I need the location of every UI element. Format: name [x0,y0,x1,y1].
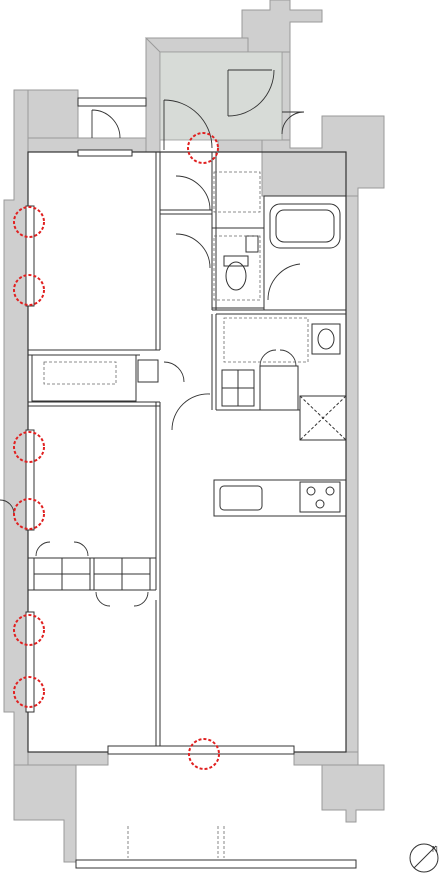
closet-bedroom1 [31,354,137,402]
window-top-2 [77,149,133,157]
window-top-1 [77,97,147,107]
inspection-marker [13,498,45,530]
inspection-marker [187,132,219,164]
closet-door-b2 [133,591,149,607]
inspection-marker [13,614,45,646]
window-left-2 [25,429,35,531]
balcony-railing [75,859,357,869]
north-arrow-letter: N [432,845,438,854]
bedroom1-door [163,361,185,383]
washbasin-bowl [317,328,335,350]
window-left-1 [25,205,35,307]
window-left-3 [25,611,35,713]
burner-3 [315,499,325,509]
bath-door [267,263,301,301]
doors [0,69,305,607]
top-left-wall [27,89,79,139]
top-left-door [91,109,121,139]
toilet-tank [223,255,249,267]
balcony-wall-right [321,764,385,823]
top-wall-right [217,139,263,153]
stove [299,481,341,513]
fridge-space [299,395,347,441]
toilet-room [211,227,265,309]
washroom-door-right [279,349,297,367]
inspection-marker [13,206,45,238]
washroom-door-left [259,349,277,367]
entry-door [163,99,213,150]
entry-porch [159,51,283,141]
closet-door-b1 [95,591,111,607]
inspection-marker [13,274,45,306]
inspection-marker [188,738,220,770]
fixtures [33,203,341,591]
washroom-overhead [223,317,309,363]
toilet-bowl [225,261,247,291]
left-outer-wall [3,89,29,766]
bathtub-inner [275,209,335,243]
balcony-door [0,499,15,515]
north-arrow: N [409,843,439,873]
partitions [28,152,347,752]
washbasin [311,323,341,355]
right-outer-wall [345,195,359,766]
north-arrow-line [413,845,437,869]
kitchen-sink [219,485,263,511]
closet-door-a2 [73,541,89,557]
north-arrow-circle [409,843,439,873]
kitchen-counter [213,479,347,517]
shoe-cabinet [137,359,159,383]
storage-door [175,175,211,211]
burner-2 [325,486,335,496]
toilet-sink [245,235,259,253]
corridor-door [175,233,211,269]
overhead-storage-1 [43,361,117,385]
bathtub [269,203,341,249]
burner-1 [306,486,316,496]
porch-door-2 [281,111,305,135]
fridge-x2 [299,395,347,441]
inspection-marker [13,676,45,708]
overhead-storage-2 [213,171,261,213]
hall-door [171,393,211,431]
washing-machine-pan [259,365,299,411]
inspection-marker [13,431,45,463]
entry-wall-left [145,37,161,153]
bathroom [263,195,347,311]
entry-wall-top [144,37,249,53]
entry-wall-top-right [241,0,323,53]
balcony-window [107,745,295,755]
bottom-wall-right [293,751,359,766]
porch-door [227,69,275,117]
marker-group [13,132,220,770]
dashed-lines [43,171,309,858]
closet-door-a1 [35,541,51,557]
bottom-wall [27,751,109,766]
windows [25,97,357,869]
balcony-wall-left [13,764,77,863]
toilet-overhead [213,235,261,301]
